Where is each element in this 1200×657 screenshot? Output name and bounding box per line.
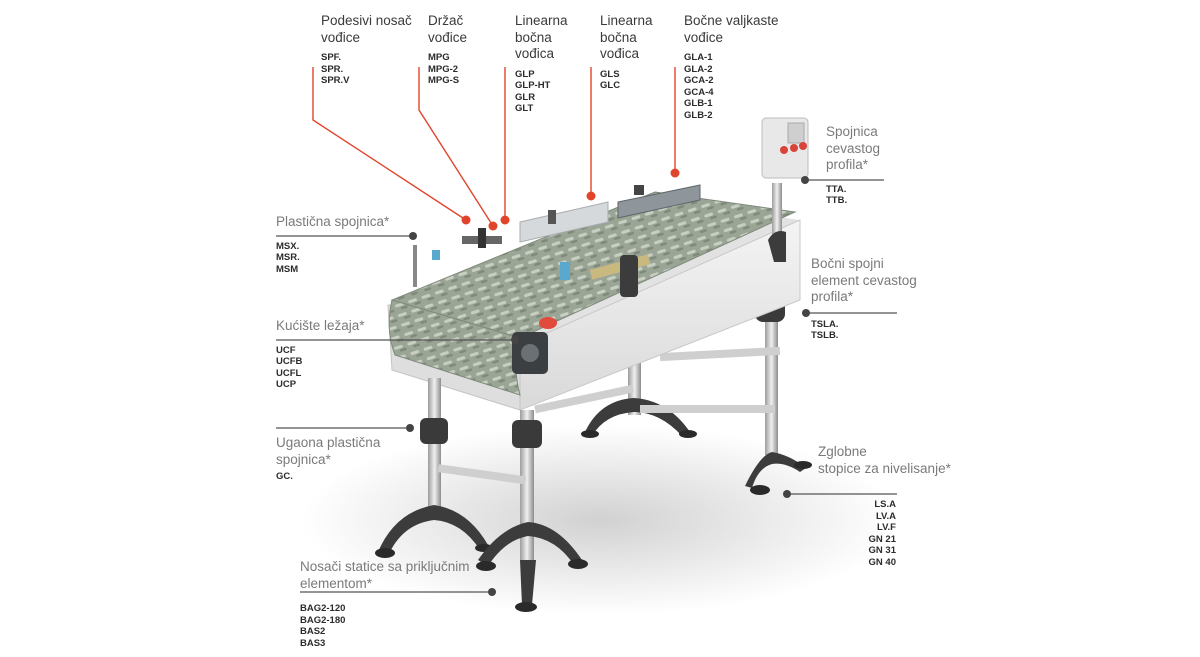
callout-title: Spojnica cevastog profila* [826,124,881,172]
callout-title: Zglobne stopice za nivelisanje* [818,444,951,476]
callout-codes: BAG2-120 BAG2-180 BAS2 BAS3 [300,603,346,649]
callout-drzac-vodice: Držač vođice MPG MPG-2 MPG-S [428,13,467,87]
front-leg-right [437,384,634,612]
side-leader-dots [406,176,810,596]
callout-bocni-spojni-element: Bočni spojni element cevastog profila* T… [811,256,917,342]
front-leg-left [375,378,493,558]
callout-codes: TSLA. TSLB. [811,318,839,342]
callout-codes: MSX. MSR. MSM [276,240,300,275]
callout-codes: TTA. TTB. [826,183,848,207]
callout-title: Kućište ležaja* [276,318,365,333]
callout-title: Podesivi nosač vođice [321,13,412,45]
callout-title: Ugaona plastična spojnica* [276,435,381,467]
top-leader-dots [461,168,680,231]
stop-button [539,317,557,329]
callout-linearna-bocna-vodica-2: Linearna bočna vođica GLS GLC [600,13,653,92]
top-leaders [312,67,676,227]
callout-spojnica-cevastog-profila: Spojnica cevastog profila* TTA. TTB. [826,124,880,207]
callout-zglobne-codes: LS.A LV.A LV.F GN 21 GN 31 GN 40 [869,493,896,568]
callout-title: Držač vođice [428,13,468,45]
callout-kuciste-lezaja: Kućište ležaja* UCF UCFB UCFL UCP [276,318,365,391]
side-guides [413,184,701,297]
callout-plasticna-spojnica: Plastična spojnica* MSX. MSR. MSM [276,214,389,275]
callout-codes: GLA-1 GLA-2 GCA-2 GCA-4 GLB-1 GLB-2 [684,52,714,121]
callout-nosaci-statice: Nosači statice sa priključnim elementom*… [300,559,470,649]
callout-bocne-valjkaste-vodice: Bočne valjkaste vođice GLA-1 GLA-2 GCA-2… [684,13,779,121]
control-box [761,117,809,262]
callout-zglobne-stopice: Zglobne stopice za nivelisanje* [818,444,951,477]
callout-codes: UCF UCFB UCFL UCP [276,344,303,391]
callout-title: Nosači statice sa priključnim elementom* [300,559,470,591]
callout-codes: GLS GLC [600,68,621,92]
callout-title: Plastična spojnica* [276,214,390,229]
callout-podesivi-nosac: Podesivi nosač vođice SPF. SPR. SPR.V [321,13,412,87]
callout-title: Bočne valjkaste vođice [684,13,779,45]
side-leaders [276,179,897,593]
callout-ugaona-plasticna-spojnica: Ugaona plastična spojnica* GC. [276,435,380,483]
callout-title: Linearna bočna vođica [515,13,568,61]
callout-codes: MPG MPG-2 MPG-S [428,52,460,86]
callout-codes: LS.A LV.A LV.F GN 21 GN 31 GN 40 [868,499,896,568]
callout-codes: GLP GLP-HT GLR GLT [515,68,551,115]
callout-linearna-bocna-vodica-1: Linearna bočna vođica GLP GLP-HT GLR GLT [515,13,568,115]
callout-title: Bočni spojni element cevastog profila* [811,256,917,304]
callout-codes: GC. [276,471,293,482]
callout-codes: SPF. SPR. SPR.V [321,52,350,86]
callout-title: Linearna bočna vođica [600,13,653,61]
